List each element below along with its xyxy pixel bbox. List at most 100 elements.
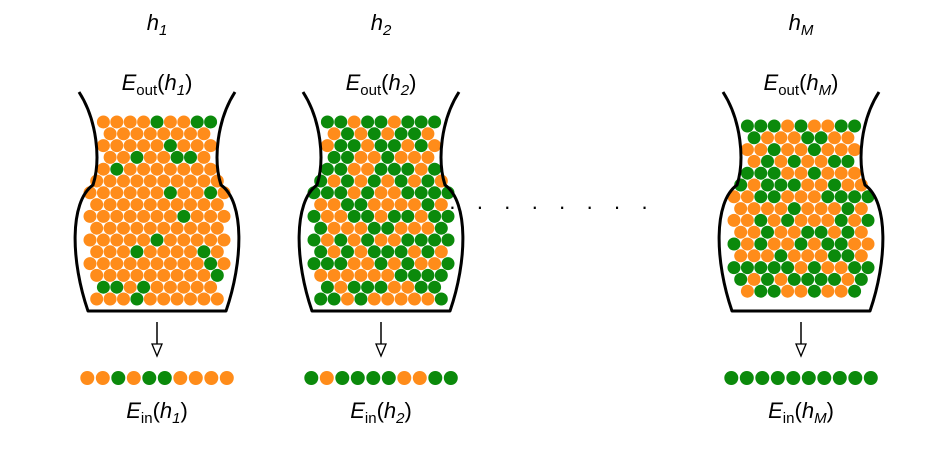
marble bbox=[394, 268, 408, 282]
marble bbox=[821, 261, 835, 275]
marble bbox=[137, 115, 151, 129]
marble bbox=[387, 115, 401, 129]
marble bbox=[314, 245, 328, 259]
marble bbox=[163, 115, 177, 129]
marble bbox=[150, 209, 164, 223]
marble bbox=[374, 233, 388, 247]
marble bbox=[103, 221, 117, 235]
marble bbox=[130, 174, 144, 188]
marble bbox=[96, 280, 110, 294]
marble bbox=[374, 280, 388, 294]
marble bbox=[421, 198, 435, 212]
marble bbox=[341, 127, 354, 141]
marble bbox=[137, 162, 151, 176]
marble bbox=[347, 162, 361, 176]
marble bbox=[828, 178, 841, 192]
marble bbox=[204, 186, 218, 200]
marble bbox=[110, 139, 124, 153]
marble bbox=[828, 225, 841, 239]
marble bbox=[861, 261, 875, 275]
marble bbox=[794, 166, 808, 180]
marble bbox=[740, 261, 754, 275]
marble bbox=[774, 178, 788, 192]
marble bbox=[781, 284, 795, 298]
marble bbox=[137, 233, 151, 247]
marble bbox=[190, 233, 204, 247]
marble bbox=[814, 154, 828, 168]
marble bbox=[794, 143, 808, 157]
marble bbox=[828, 249, 841, 263]
marble bbox=[374, 115, 388, 129]
sample-marble bbox=[366, 371, 381, 385]
marble bbox=[754, 213, 768, 227]
marble bbox=[170, 174, 184, 188]
marble bbox=[157, 221, 171, 235]
marble bbox=[320, 257, 334, 271]
marble bbox=[740, 237, 754, 251]
marble bbox=[204, 257, 218, 271]
marble bbox=[801, 178, 815, 192]
marble bbox=[787, 272, 801, 286]
marble bbox=[761, 272, 774, 286]
marble bbox=[794, 213, 808, 227]
marble bbox=[334, 186, 348, 200]
ein-label-1: Ein(h1) bbox=[126, 398, 188, 427]
marble bbox=[103, 127, 117, 141]
marble bbox=[381, 174, 395, 188]
marble bbox=[861, 237, 875, 251]
marble bbox=[163, 186, 177, 200]
marble bbox=[96, 209, 110, 223]
marble bbox=[394, 221, 408, 235]
marble bbox=[421, 174, 435, 188]
marble bbox=[96, 233, 110, 247]
marble bbox=[848, 143, 862, 157]
marble bbox=[408, 150, 421, 164]
marble bbox=[848, 166, 862, 180]
marble bbox=[150, 186, 164, 200]
marble bbox=[848, 213, 862, 227]
sample-marble bbox=[397, 371, 412, 385]
marble bbox=[387, 280, 401, 294]
marble bbox=[861, 190, 875, 204]
marble bbox=[150, 280, 164, 294]
marble bbox=[347, 209, 361, 223]
marble bbox=[774, 272, 788, 286]
marble bbox=[821, 166, 835, 180]
marble bbox=[387, 233, 401, 247]
marble bbox=[821, 143, 835, 157]
bin-outline bbox=[297, 91, 465, 313]
marble bbox=[828, 272, 841, 286]
marble bbox=[143, 150, 157, 164]
marble bbox=[314, 292, 328, 306]
marble bbox=[841, 131, 855, 145]
marble bbox=[103, 174, 117, 188]
marble bbox=[828, 131, 841, 145]
marble bbox=[408, 127, 421, 141]
marble bbox=[170, 268, 184, 282]
marble bbox=[361, 186, 375, 200]
marble bbox=[794, 190, 808, 204]
marble bbox=[767, 119, 781, 133]
marble bbox=[137, 139, 151, 153]
marble bbox=[414, 115, 428, 129]
marble bbox=[387, 162, 401, 176]
marble bbox=[96, 115, 110, 129]
marble bbox=[103, 292, 117, 306]
marble bbox=[117, 245, 130, 259]
marble bbox=[801, 154, 815, 168]
marble bbox=[163, 209, 177, 223]
sample-marble bbox=[219, 371, 234, 385]
marble bbox=[761, 202, 774, 216]
marble bbox=[123, 162, 137, 176]
marble bbox=[761, 249, 774, 263]
marble bbox=[434, 221, 448, 235]
marble bbox=[117, 292, 130, 306]
marble bbox=[854, 225, 868, 239]
marble bbox=[401, 186, 415, 200]
marble bbox=[110, 209, 124, 223]
marble bbox=[848, 119, 862, 133]
marble bbox=[761, 178, 774, 192]
marble bbox=[767, 284, 781, 298]
marble bbox=[740, 143, 754, 157]
marble bbox=[177, 233, 191, 247]
